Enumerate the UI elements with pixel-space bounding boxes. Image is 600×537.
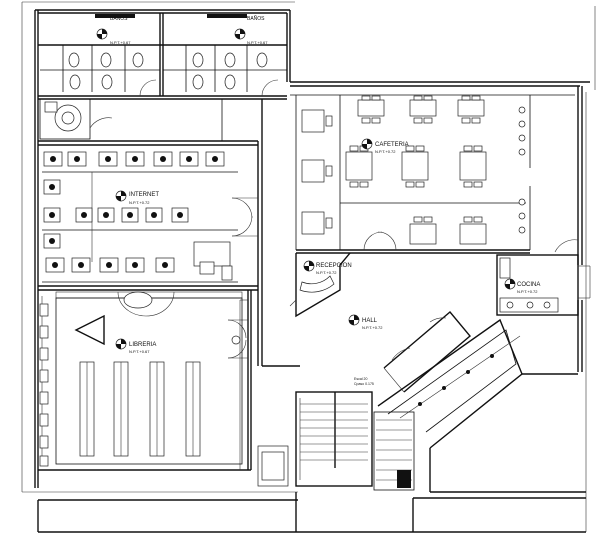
staircase: [257, 391, 415, 491]
room-name-cafeteria: CAFETERIA: [375, 142, 409, 148]
hall-area: [262, 311, 578, 492]
ramp-handrail: [399, 335, 521, 419]
room-level-hall: N.P.T.+0.72: [362, 325, 383, 330]
library-room: [39, 291, 243, 467]
reception-area: [289, 252, 351, 318]
kitchen-room: [496, 239, 591, 316]
room-level-cafeteria: N.P.T.+0.72: [375, 149, 396, 154]
level-marker: [96, 28, 516, 350]
room-level-libreria: N.P.T.+0.67: [129, 349, 150, 354]
stair-note-line-1: Escal 20: [354, 377, 367, 381]
room-level-banos-right: N.P.T.+0.67: [247, 40, 268, 45]
room-labels: BAÑOS N.P.T.+0.67 BAÑOS N.P.T.+0.67 INTE…: [96, 15, 540, 386]
toilet-icons: [68, 52, 268, 90]
computer-stations: [43, 151, 225, 273]
room-name-hall: HALL: [362, 318, 378, 324]
interior-walls: [38, 99, 263, 471]
stair-note-line-2: Cpaso 0.175: [354, 382, 374, 386]
room-level-banos-left: N.P.T.+0.67: [110, 40, 131, 45]
cafeteria-room: [295, 95, 531, 254]
room-level-cocina: N.P.T.+0.72: [517, 289, 538, 294]
outer-walls: [21, 1, 596, 533]
room-name-recepcion: RECEPCION: [316, 263, 352, 269]
room-name-internet: INTERNET: [129, 192, 159, 198]
restrooms: [38, 13, 287, 140]
room-name-banos-left: BAÑOS: [110, 15, 128, 22]
bookshelves: [79, 361, 201, 457]
room-level-internet: N.P.T.+0.72: [129, 200, 150, 205]
room-name-cocina: COCINA: [517, 282, 540, 288]
cafe-tables: [301, 95, 526, 245]
room-name-libreria: LIBRERIA: [129, 342, 156, 348]
room-level-recepcion: N.P.T.+0.72: [316, 270, 337, 275]
room-name-banos-right: BAÑOS: [247, 15, 265, 22]
internet-room: [42, 151, 238, 283]
